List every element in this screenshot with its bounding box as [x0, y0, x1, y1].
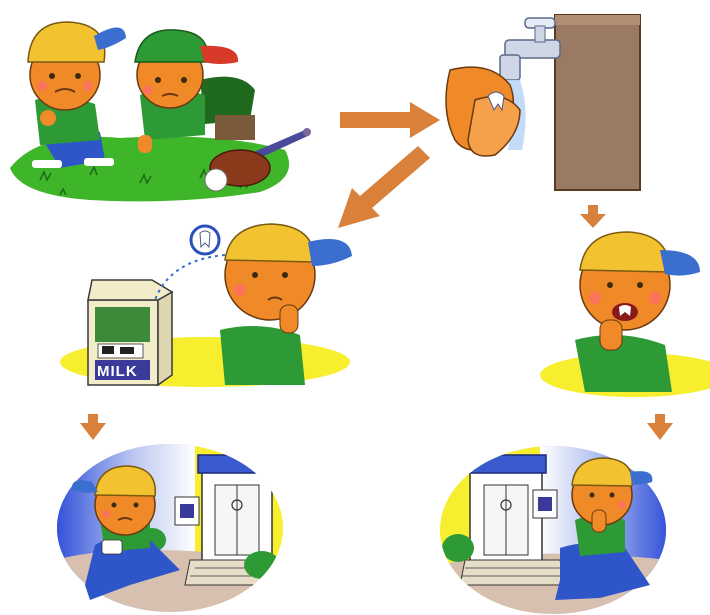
- tooth-icon: [487, 91, 505, 112]
- baseball-glove-icon: [204, 149, 271, 192]
- scene-milk-storage: MILK: [60, 223, 352, 387]
- running-child-icon: [555, 457, 653, 600]
- dotted-arrow: [154, 254, 226, 301]
- dental-clinic-icon: [459, 454, 566, 586]
- dental-clinic-icon: [174, 454, 283, 586]
- faucet-icon: [499, 17, 561, 81]
- arrow-down-right-bottom: [647, 414, 673, 440]
- child-icon: [575, 231, 700, 392]
- friend-icon: [134, 29, 255, 153]
- arrow-down-left: [338, 146, 430, 228]
- arrow-down-left-bottom: [80, 414, 106, 440]
- milk-carton-icon: MILK: [87, 279, 174, 387]
- child-icon: [27, 21, 126, 168]
- scene-run-to-dentist-right: [440, 446, 666, 614]
- arrow-right: [340, 102, 440, 138]
- arrow-down-right: [580, 205, 606, 228]
- child-icon: [220, 223, 352, 385]
- scene-run-to-dentist-left: [57, 444, 283, 612]
- hands-icon: [445, 66, 521, 157]
- tooth-bubble-icon: [189, 224, 221, 256]
- scene-tooth-in-mouth: [540, 231, 710, 397]
- milk-label: MILK: [97, 363, 138, 380]
- scene-washing-tap: [445, 14, 641, 191]
- wall-pillar: [554, 14, 641, 191]
- running-child-icon: [71, 465, 180, 600]
- scene-playing-children: [10, 21, 311, 202]
